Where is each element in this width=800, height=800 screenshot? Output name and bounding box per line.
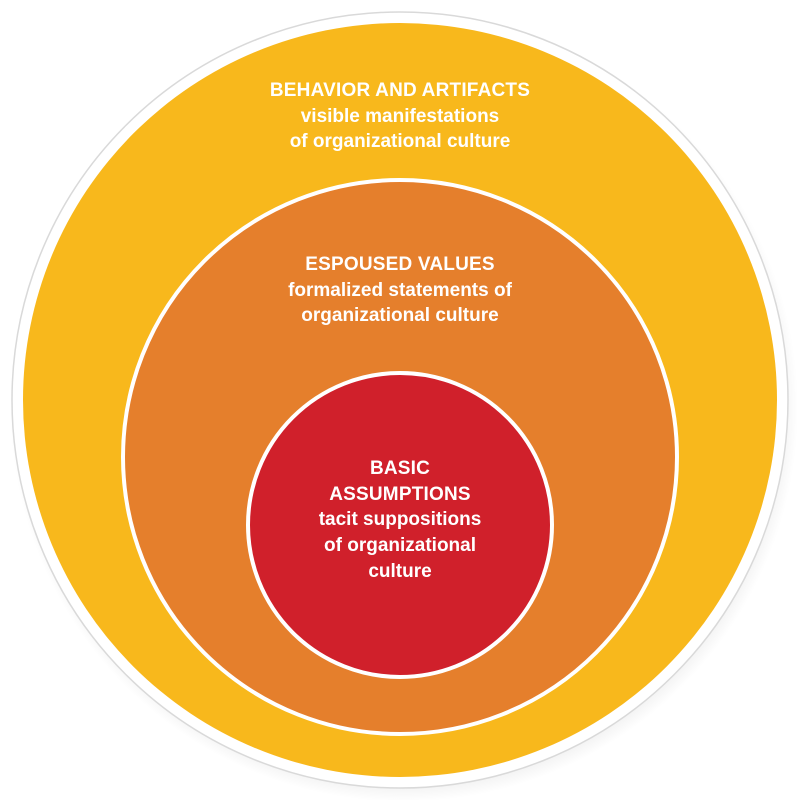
- outer-layer-label: BEHAVIOR AND ARTIFACTS visible manifesta…: [0, 78, 800, 155]
- outer-layer-description-line2: of organizational culture: [289, 131, 511, 153]
- middle-layer-label: ESPOUSED VALUES formalized statements of…: [0, 252, 800, 329]
- outer-layer-description-line1: visible manifestations: [300, 105, 500, 127]
- middle-layer-title: ESPOUSED VALUES: [305, 254, 495, 275]
- middle-layer-description-line1: formalized statements of: [288, 279, 512, 301]
- middle-layer-description-line2: organizational culture: [301, 305, 499, 327]
- inner-layer-title-line2: ASSUMPTIONS: [329, 483, 471, 505]
- inner-layer-description-line2: of organizational: [324, 534, 476, 556]
- inner-layer-circle: [246, 371, 554, 679]
- inner-layer-title-line1: BASIC: [369, 458, 431, 479]
- inner-layer-description-line1: tacit suppositions: [318, 509, 482, 531]
- outer-layer-title: BEHAVIOR AND ARTIFACTS: [269, 80, 531, 101]
- inner-layer-description-line3: culture: [368, 560, 432, 582]
- inner-layer-label: BASIC ASSUMPTIONS tacit suppositions of …: [270, 456, 530, 584]
